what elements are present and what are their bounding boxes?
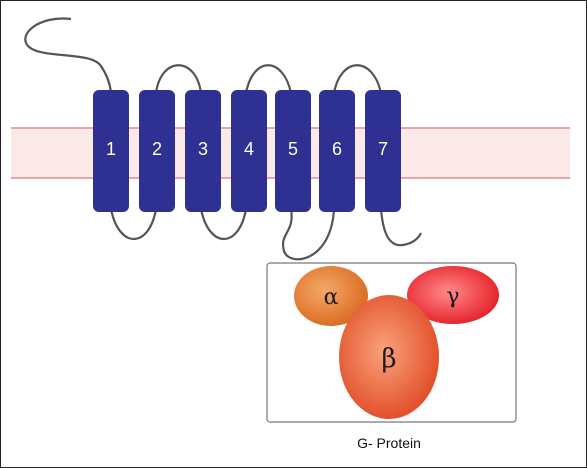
gamma-subunit: γ [407, 266, 499, 324]
helix-2-label: 2 [152, 139, 162, 159]
extracellular-loop-6-7 [332, 64, 383, 94]
helix-6: 6 [319, 90, 355, 212]
helix-5-label: 5 [288, 139, 298, 159]
gamma-label: γ [446, 284, 459, 309]
extracellular-loop-4-5 [244, 64, 293, 94]
helix-1-label: 1 [106, 139, 116, 159]
helix-6-label: 6 [332, 139, 342, 159]
beta-label: β [381, 344, 396, 374]
intracellular-loop-1-2 [109, 208, 158, 240]
helix-3: 3 [185, 90, 221, 212]
helix-7: 7 [365, 90, 401, 212]
helix-1: 1 [93, 90, 129, 212]
c-terminus-loop [379, 208, 422, 247]
alpha-subunit: α [294, 266, 368, 326]
intracellular-loop-5-6 [281, 208, 336, 261]
g-protein-caption: G- Protein [357, 435, 421, 451]
helix-7-label: 7 [378, 139, 388, 159]
alpha-label: α [324, 285, 339, 310]
helix-4: 4 [231, 90, 267, 212]
extracellular-loop-2-3 [154, 64, 203, 94]
helix-5: 5 [275, 90, 311, 212]
helix-2: 2 [139, 90, 175, 212]
helix-4-label: 4 [244, 139, 254, 159]
beta-subunit: β [339, 295, 439, 419]
n-terminus-loop [24, 17, 113, 94]
helix-3-label: 3 [198, 139, 208, 159]
intracellular-loop-3-4 [199, 208, 248, 240]
